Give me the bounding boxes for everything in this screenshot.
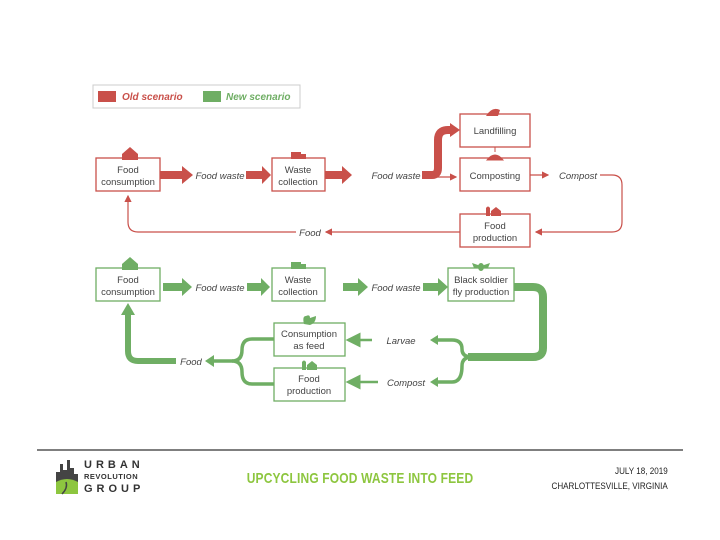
logo-text: URBAN REVOLUTION GROUP bbox=[84, 459, 144, 495]
house-icon bbox=[122, 257, 138, 270]
label: consumption bbox=[101, 177, 155, 188]
legend-old-swatch bbox=[98, 91, 116, 102]
flow-label: Food waste bbox=[195, 283, 244, 294]
label: production bbox=[473, 233, 517, 244]
truck-icon bbox=[291, 262, 306, 269]
new-food-return-arrow bbox=[125, 314, 176, 364]
flow-label: Larvae bbox=[386, 336, 415, 347]
truck-icon bbox=[291, 152, 306, 159]
footer-date: JULY 18, 2019 bbox=[615, 466, 668, 477]
logo-line: REVOLUTION bbox=[84, 472, 139, 481]
flow-label: Compost bbox=[387, 378, 425, 389]
label: collection bbox=[278, 287, 318, 298]
new-bsf-box: Black soldier fly production bbox=[447, 263, 515, 302]
new-bsf-output-arrow bbox=[468, 283, 547, 361]
old-landfilling-box: Landfilling bbox=[459, 108, 531, 148]
new-food-production-box: Food production bbox=[273, 360, 346, 402]
new-scenario: Food consumption Food waste Waste collec… bbox=[95, 257, 547, 402]
farm-icon bbox=[302, 360, 317, 370]
old-waste-collection-box: Waste collection bbox=[271, 152, 326, 192]
legend-old-label: Old scenario bbox=[122, 92, 183, 103]
new-food-consumption-box: Food consumption bbox=[95, 257, 161, 302]
label: Landfilling bbox=[474, 126, 517, 137]
label: Consumption bbox=[281, 329, 337, 340]
farm-icon bbox=[486, 206, 501, 216]
legend-new-swatch bbox=[203, 91, 221, 102]
old-scenario: Food consumption Food waste Waste collec… bbox=[95, 108, 623, 248]
label: Waste bbox=[285, 275, 312, 286]
label: Food bbox=[298, 374, 320, 385]
label: Black soldier bbox=[454, 275, 508, 286]
old-thick-arrows bbox=[160, 166, 352, 184]
label: production bbox=[287, 386, 331, 397]
fly-icon bbox=[472, 263, 490, 271]
footer-info: JULY 18, 2019 CHARLOTTESVILLE, VIRGINIA bbox=[552, 464, 668, 494]
old-compost-loop bbox=[534, 174, 623, 236]
label: Food bbox=[484, 221, 506, 232]
logo-line: URBAN bbox=[84, 459, 144, 471]
flow-label: Food waste bbox=[371, 171, 420, 182]
label: as feed bbox=[293, 341, 324, 352]
old-landfill-arrow bbox=[422, 126, 452, 179]
label: consumption bbox=[101, 287, 155, 298]
legend: Old scenario New scenario bbox=[92, 84, 301, 109]
old-food-production-box: Food production bbox=[459, 206, 531, 248]
footer-title: UPCYCLING FOOD WASTE INTO FEED bbox=[246, 470, 474, 487]
label: fly production bbox=[453, 287, 510, 298]
label: Composting bbox=[470, 171, 521, 182]
flow-label: Food waste bbox=[371, 283, 420, 294]
chicken-icon bbox=[303, 315, 316, 325]
legend-new-label: New scenario bbox=[226, 92, 290, 103]
old-composting-box: Composting bbox=[459, 147, 531, 192]
flow-label: Food bbox=[299, 228, 321, 239]
flow-label: Compost bbox=[559, 171, 597, 182]
landfill-icon bbox=[486, 108, 500, 116]
logo-line: GROUP bbox=[84, 483, 145, 495]
new-thick-arrows bbox=[163, 278, 448, 296]
logo-icon bbox=[56, 460, 78, 495]
flow-label: Food bbox=[180, 357, 202, 368]
label: Food bbox=[117, 165, 139, 176]
old-food-consumption-box: Food consumption bbox=[95, 147, 161, 192]
flow-label: Food waste bbox=[195, 171, 244, 182]
footer-location: CHARLOTTESVILLE, VIRGINIA bbox=[551, 481, 668, 492]
new-waste-collection-box: Waste collection bbox=[271, 262, 326, 302]
new-consumption-feed-box: Consumption as feed bbox=[273, 315, 346, 357]
label: Waste bbox=[285, 165, 312, 176]
label: Food bbox=[117, 275, 139, 286]
house-icon bbox=[122, 147, 138, 160]
compost-icon bbox=[485, 147, 505, 161]
label: collection bbox=[278, 177, 318, 188]
